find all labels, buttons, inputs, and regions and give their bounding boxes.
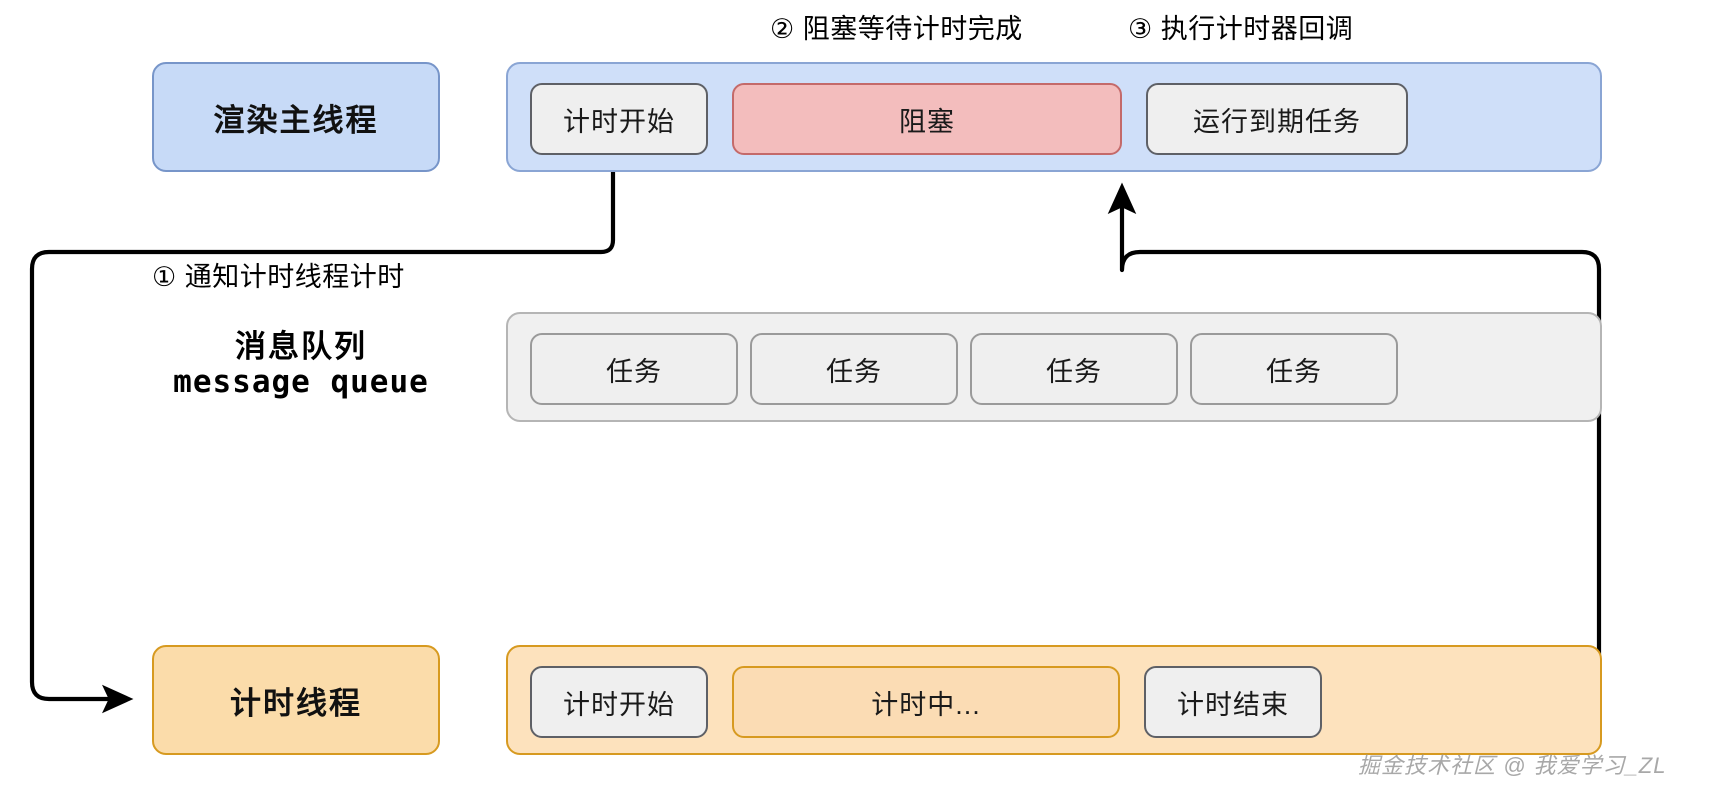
lane-track-main-thread: 计时开始 阻塞 运行到期任务 [506,62,1602,172]
block-timer-end[interactable]: 计时结束 [1144,666,1322,738]
block-blocked[interactable]: 阻塞 [732,83,1122,155]
block-task-2-label: 任务 [826,356,882,387]
block-task-1-label: 任务 [606,356,662,387]
block-task-4[interactable]: 任务 [1190,333,1398,405]
block-timing-label: 计时中... [871,689,981,720]
block-run-due-task[interactable]: 运行到期任务 [1146,83,1408,155]
wire-step3 [1107,182,1602,703]
step-caption-3: ③ 执行计时器回调 [1128,14,1354,44]
lane-label-timer-thread-text: 计时线程 [230,685,362,721]
wire-step1 [29,169,616,714]
block-timer-start[interactable]: 计时开始 [530,666,708,738]
block-timer-start-label: 计时开始 [563,689,675,720]
block-task-3-label: 任务 [1046,356,1102,387]
step-caption-2: ② 阻塞等待计时完成 [770,14,1023,44]
block-blocked-label: 阻塞 [899,106,955,137]
block-task-1[interactable]: 任务 [530,333,738,405]
block-timer-end-label: 计时结束 [1177,689,1289,720]
block-timing[interactable]: 计时中... [732,666,1120,738]
block-task-3[interactable]: 任务 [970,333,1178,405]
block-timing-start-label: 计时开始 [563,106,675,137]
block-task-2[interactable]: 任务 [750,333,958,405]
step-caption-1: ① 通知计时线程计时 [152,262,405,292]
block-timing-start[interactable]: 计时开始 [530,83,708,155]
lane-label-message-queue-en: message queue [173,363,429,400]
block-task-4-label: 任务 [1266,356,1322,387]
watermark: 掘金技术社区 @ 我爱学习_ZL [1358,753,1667,778]
block-run-due-task-label: 运行到期任务 [1193,106,1361,137]
lane-label-main-thread: 渲染主线程 [152,62,440,172]
lane-label-message-queue: 消息队列 message queue [110,329,492,400]
lane-label-message-queue-cn: 消息队列 [235,329,367,364]
lane-track-timer-thread: 计时开始 计时中... 计时结束 [506,645,1602,755]
lane-label-main-thread-text: 渲染主线程 [213,102,379,138]
lane-track-message-queue: 任务 任务 任务 任务 [506,312,1602,422]
lane-label-timer-thread: 计时线程 [152,645,440,755]
